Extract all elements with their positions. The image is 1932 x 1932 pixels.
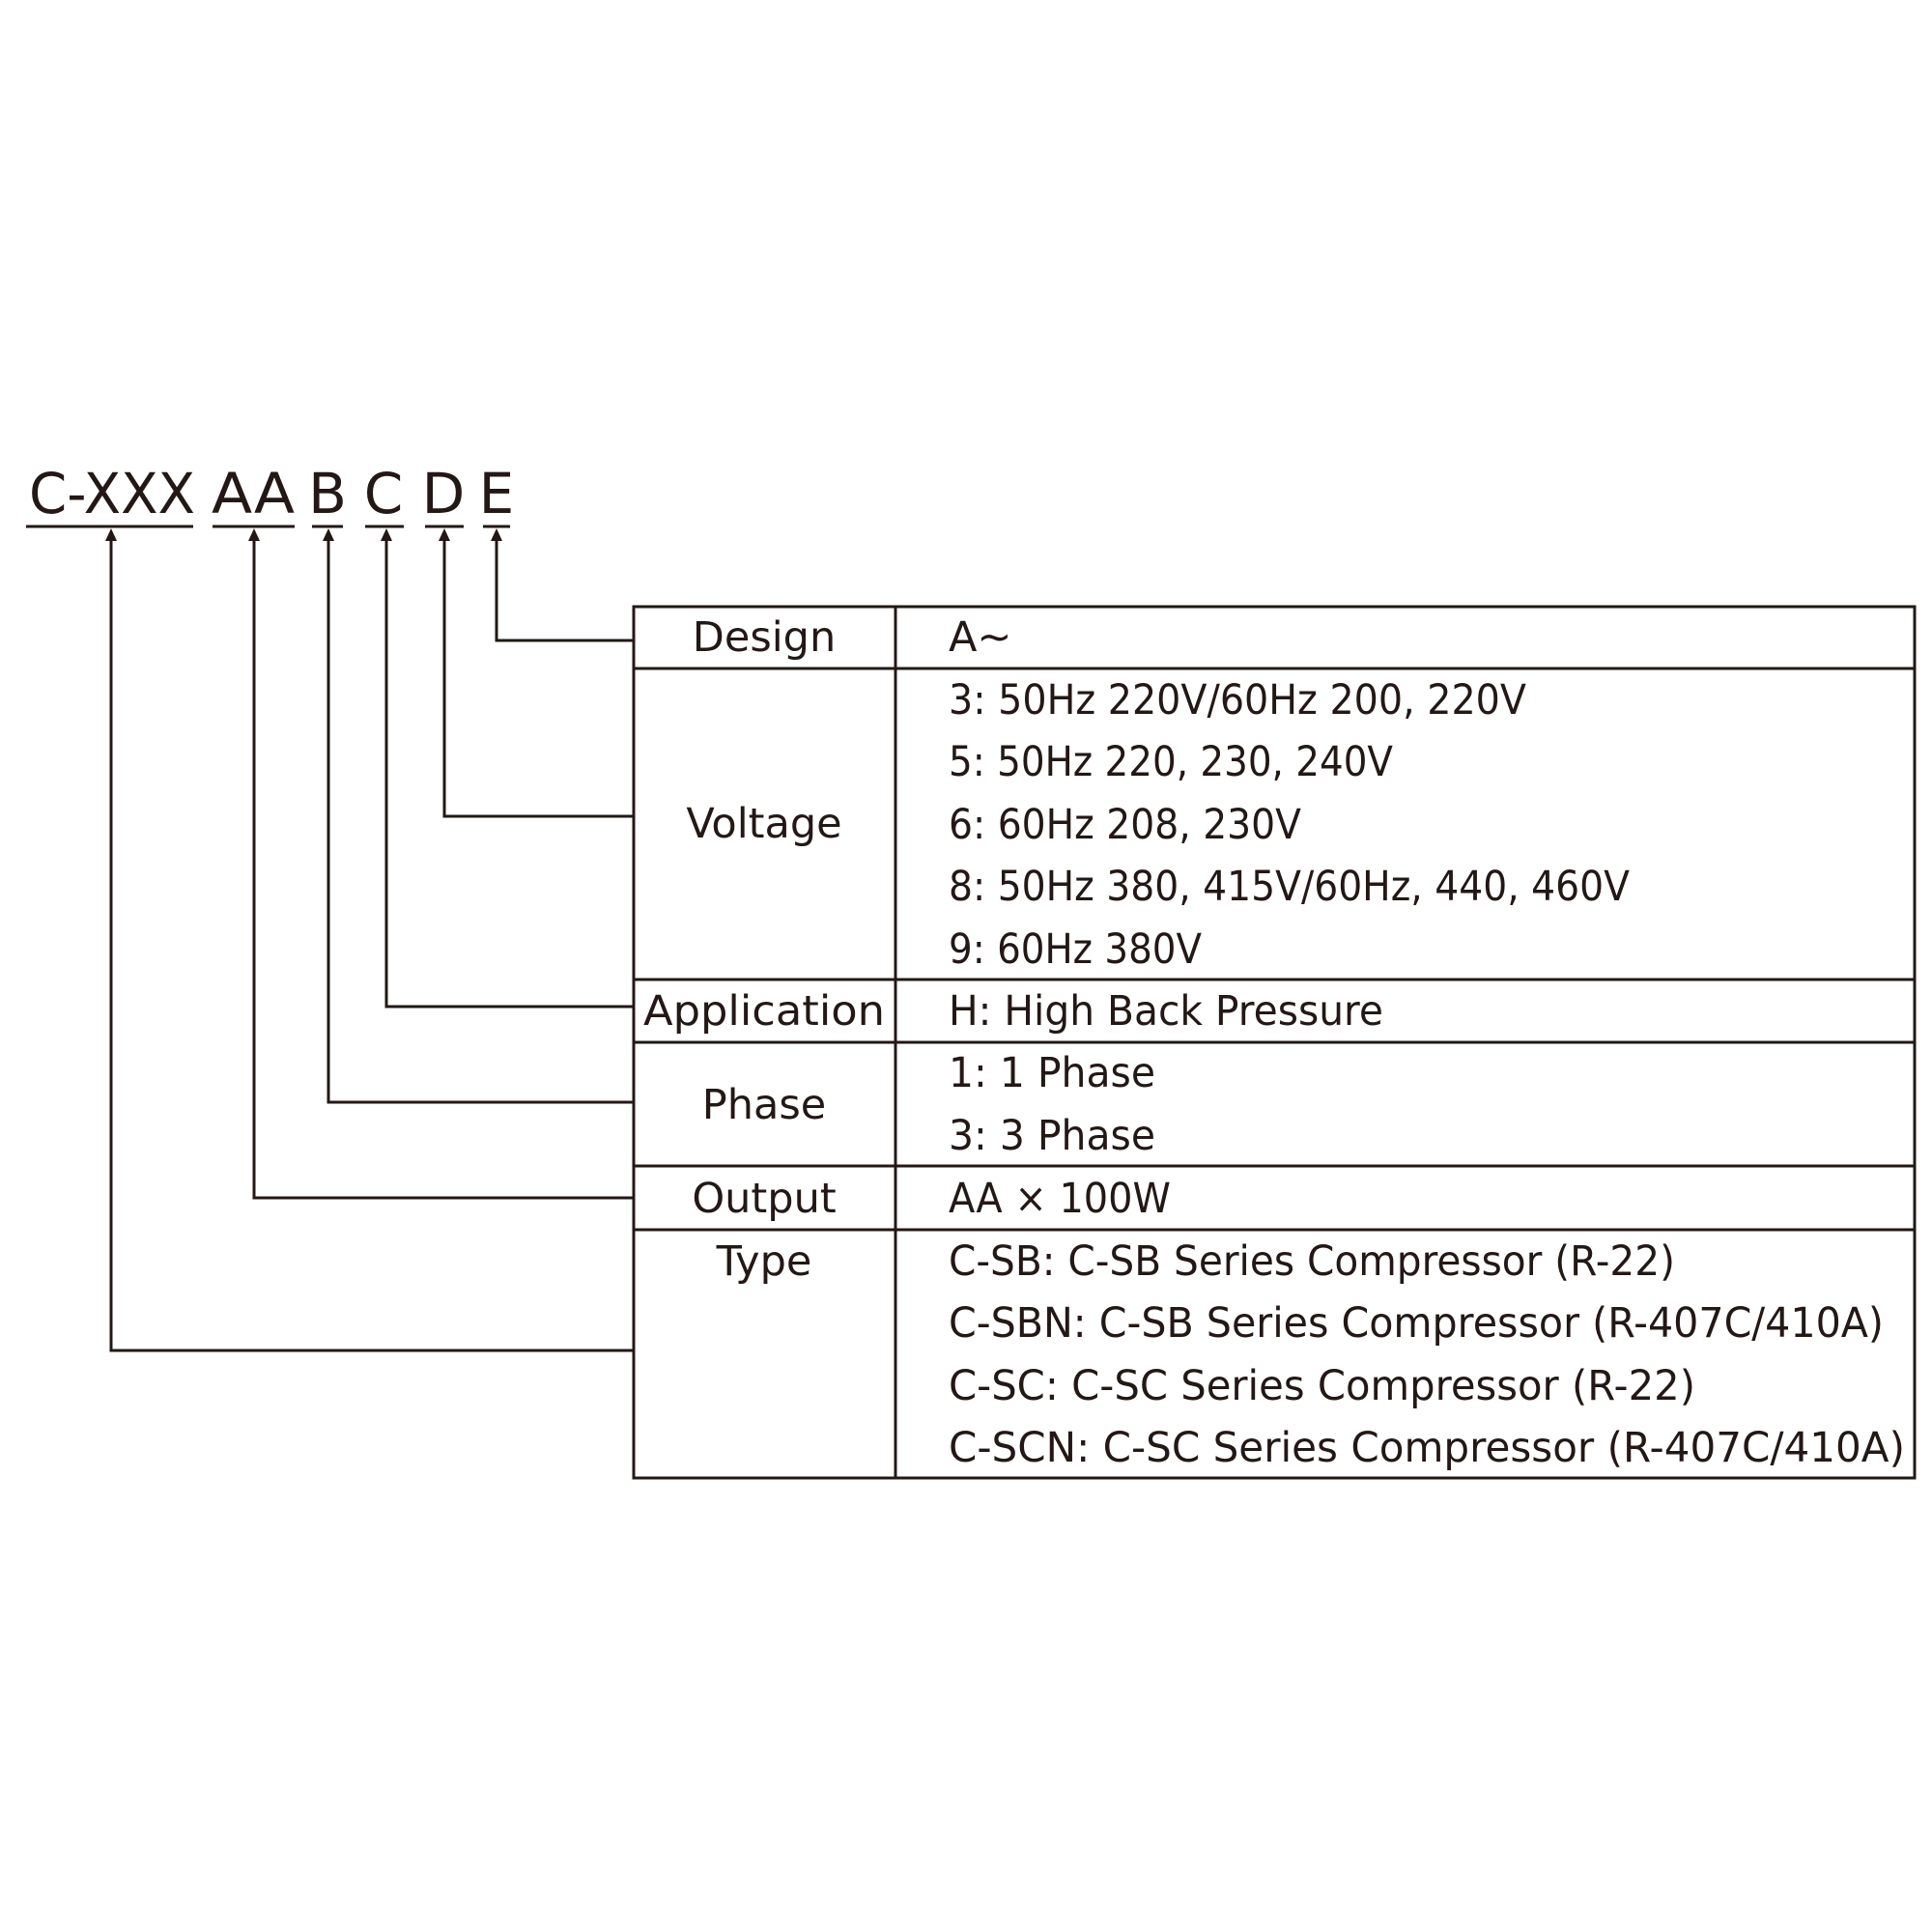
option-type-2: C-SC: C-SC Series Compressor (R-22) [949,1362,1695,1410]
label-output: Output [692,1175,836,1223]
spec-table-grid [632,605,1917,1480]
option-voltage-4: 9: 60Hz 380V [949,925,1203,974]
option-phase-0: 1: 1 Phase [949,1049,1155,1097]
connector-voltage [442,538,634,818]
code-part-phase: B [308,461,347,526]
connectors [105,528,634,1352]
code-part-design: E [479,461,515,526]
arrowhead-type [105,528,117,541]
option-phase-1: 3: 3 Phase [949,1112,1155,1160]
option-type-1: C-SBN: C-SB Series Compressor (R-407C/41… [949,1299,1884,1348]
row-labels: Design Voltage Application Phase Output … [643,613,885,1286]
option-voltage-0: 3: 50Hz 220V/60Hz 200, 220V [949,676,1527,724]
label-phase: Phase [702,1081,826,1129]
connector-phase [327,538,634,1104]
arrowhead-design [491,528,502,541]
arrowhead-voltage [439,528,450,541]
option-type-3: C-SCN: C-SC Series Compressor (R-407C/41… [949,1424,1905,1472]
code-part-application: C [364,461,404,526]
option-voltage-3: 8: 50Hz 380, 415V/60Hz, 440, 460V [949,863,1631,911]
label-design: Design [693,613,836,662]
row-options: A~ 3: 50Hz 220V/60Hz 200, 220V 5: 50Hz 2… [949,613,1905,1472]
option-voltage-2: 6: 60Hz 208, 230V [949,801,1302,849]
option-voltage-1: 5: 50Hz 220, 230, 240V [949,738,1394,786]
connector-type [109,538,634,1352]
code-part-output: AA [212,461,295,526]
option-type-0: C-SB: C-SB Series Compressor (R-22) [949,1237,1675,1286]
code-part-voltage: D [422,461,466,526]
option-output-0: AA × 100W [949,1175,1171,1223]
arrowhead-application [381,528,392,541]
connector-design [495,538,634,642]
model-code: C-XXX AA B C D E [29,461,514,526]
code-part-series: C-XXX [29,461,195,526]
arrowhead-phase [323,528,334,541]
label-application: Application [643,987,885,1036]
connector-application [384,538,634,1009]
label-voltage: Voltage [686,800,841,848]
option-design-0: A~ [949,613,1011,662]
arrowhead-output [248,528,260,541]
connector-output [252,538,634,1200]
option-application-0: H: High Back Pressure [949,987,1383,1036]
label-type: Type [716,1237,812,1286]
